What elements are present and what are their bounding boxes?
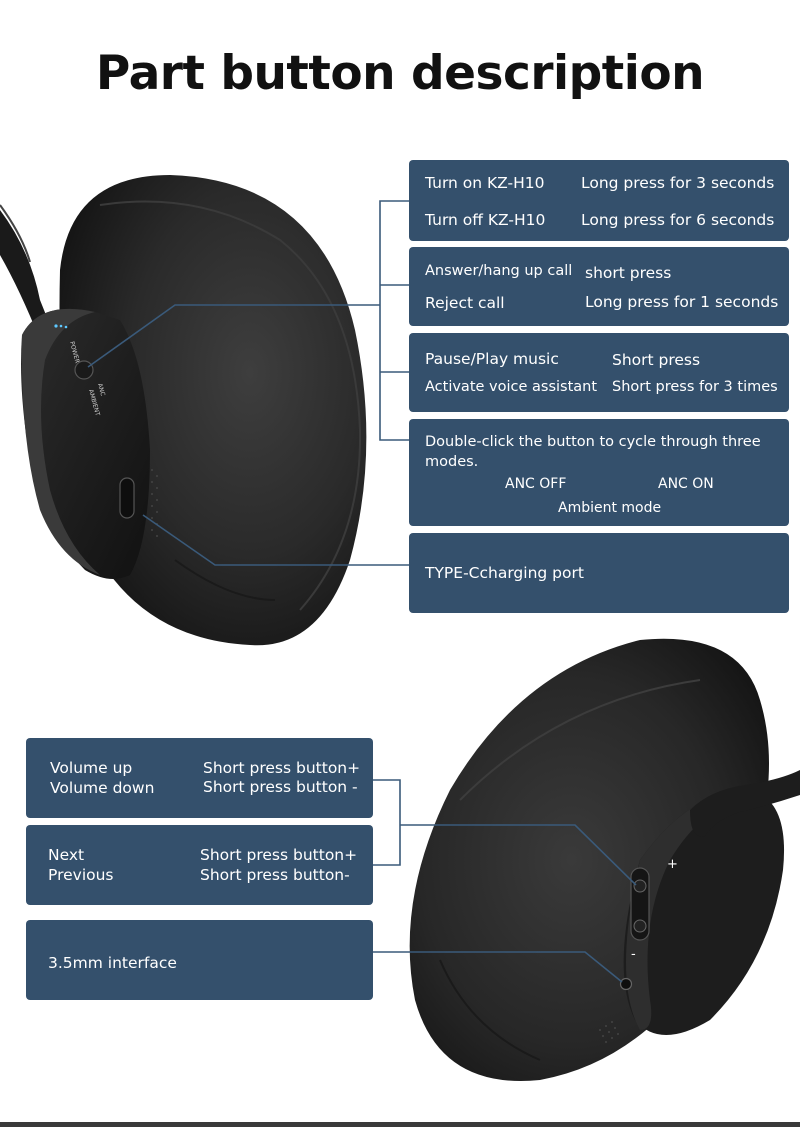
next-operation: Short press button+ [200,846,358,864]
plus-label: + [667,857,678,872]
top-leader-lines [87,200,409,566]
voice-operation: Short press for 3 times [612,379,778,395]
charging-box: TYPE-Ccharging port [409,533,789,613]
power-off-action: Turn off KZ-H10 [425,211,546,229]
volume-up-action: Volume up [50,759,133,777]
bottom-leader-lines [373,779,637,983]
right-earcup [409,638,800,1081]
anc-box: Double-click the button to cycle through… [409,419,789,526]
music-operation: Short press [612,351,701,369]
charging-label: TYPE-Ccharging port [425,564,584,582]
aux-label: 3.5mm interface [48,954,177,972]
volume-down-action: Volume down [50,779,155,797]
ambient-mode-label: Ambient mode [558,500,662,516]
call-box: Answer/hang up call short press Reject c… [409,247,789,326]
answer-action: Answer/hang up call [425,263,573,279]
anc-label: ANC [96,383,106,397]
answer-operation: short press [585,264,672,282]
left-earcup [0,175,367,646]
aux-box: 3.5mm interface [26,920,373,1000]
voice-action: Activate voice assistant [425,379,598,395]
power-on-action: Turn on KZ-H10 [425,174,545,192]
bottom-border [0,1122,800,1127]
power-box: Turn on KZ-H10 Long press for 3 seconds … [409,160,789,241]
music-box: Pause/Play music Short press Activate vo… [409,333,789,412]
page-title: Part button description [95,46,705,101]
previous-action: Previous [48,866,114,884]
volume-box: Volume up Short press button+ Volume dow… [26,738,373,818]
power-on-operation: Long press for 3 seconds [581,174,775,192]
volume-down-operation: Short press button - [203,778,358,796]
previous-operation: Short press button- [200,866,350,884]
anc-on-label: ANC ON [658,476,714,492]
reject-operation: Long press for 1 seconds [585,293,779,311]
volume-up-operation: Short press button+ [203,759,361,777]
power-off-operation: Long press for 6 seconds [581,211,775,229]
next-action: Next [48,846,85,864]
music-action: Pause/Play music [425,350,559,368]
minus-label: - [631,947,636,962]
track-box: Next Short press button+ Previous Short … [26,825,373,905]
reject-action: Reject call [425,294,505,312]
anc-off-label: ANC OFF [505,476,567,492]
anc-description: Double-click the button to cycle through… [425,434,761,470]
